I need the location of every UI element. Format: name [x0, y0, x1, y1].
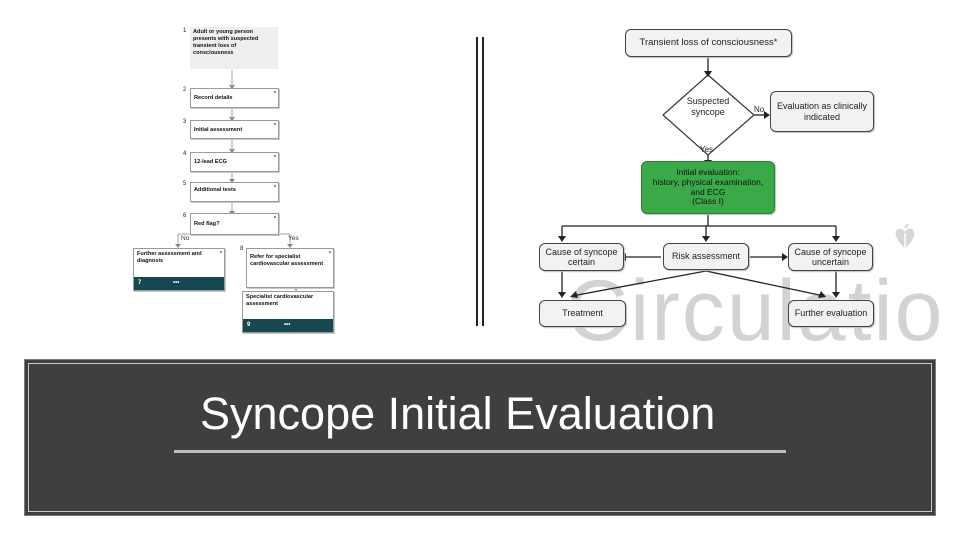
- branch-no-label: No: [181, 235, 190, 242]
- step-text: Refer for specialist cardiovascular asse…: [250, 254, 324, 267]
- flow-step-refer: Refer for specialist cardiovascular asse…: [246, 248, 334, 288]
- branch-yes-label: Yes: [288, 235, 299, 242]
- node-text: Further evaluation: [794, 308, 868, 319]
- info-dot-icon: •: [273, 122, 276, 128]
- flow-step-further-assessment: Further assessment and diagnosis • 7 •••: [133, 248, 225, 291]
- node-text-line: (Class I): [692, 196, 724, 207]
- flow-step-initial: Initial assessment •: [190, 120, 279, 139]
- flow-step-tests: Additional tests •: [190, 182, 279, 202]
- node-treatment: Treatment: [539, 300, 626, 327]
- step-number: 4: [183, 151, 187, 157]
- title-banner: [24, 359, 936, 516]
- node-risk-assessment: Risk assessment: [663, 243, 749, 270]
- step-number: 3: [183, 119, 187, 125]
- separator-line: [482, 37, 484, 326]
- node-further-evaluation: Further evaluation: [788, 300, 874, 327]
- step-text: Adult or young person presents with susp…: [193, 29, 259, 56]
- node-text: Treatment: [562, 308, 603, 319]
- ellipsis-icon: •••: [173, 280, 180, 286]
- decision-yes-label: Yes: [700, 145, 714, 154]
- step-text: Additional tests: [194, 187, 236, 193]
- node-text-line: history, physical examination,: [652, 176, 764, 187]
- title-banner-frame: [28, 363, 932, 512]
- title-underline: [174, 450, 786, 453]
- step-text: Initial assessment: [194, 127, 243, 133]
- node-text: Risk assessment: [671, 251, 741, 262]
- info-dot-icon: •: [219, 250, 222, 256]
- heart-logo-icon: [895, 224, 915, 249]
- node-clinical-evaluation: Evaluation as clinically indicated: [770, 91, 874, 132]
- flow-step-specialist: Specialist cardiovascular assessment 9 •…: [242, 291, 334, 333]
- flow-step-ecg: 12-lead ECG •: [190, 152, 279, 172]
- node-initial-evaluation: Initial evaluation: history, physical ex…: [641, 161, 775, 214]
- step-number: 8: [240, 246, 244, 252]
- step-text: Further assessment and diagnosis: [137, 251, 202, 264]
- step-text: Red flag?: [194, 221, 220, 227]
- step-text: Specialist cardiovascular assessment: [246, 294, 314, 307]
- step-footer-number: 7: [138, 280, 142, 286]
- separator-line: [476, 37, 478, 326]
- node-cause-certain: Cause of syncope certain: [539, 243, 624, 271]
- node-text: Transient loss of consciousness*: [639, 36, 778, 48]
- step-text: 12-lead ECG: [194, 159, 227, 165]
- info-dot-icon: •: [273, 154, 276, 160]
- node-text: Suspected syncope: [686, 96, 730, 117]
- step-number: 2: [183, 87, 187, 93]
- step-footer: 7 •••: [134, 277, 224, 290]
- step-number: 1: [183, 28, 187, 34]
- info-dot-icon: •: [273, 215, 276, 221]
- right-flowchart-connectors: [558, 57, 840, 298]
- node-text-line: Initial evaluation:: [676, 166, 740, 177]
- step-number: 6: [183, 213, 187, 219]
- flow-step-start: Adult or young person presents with susp…: [190, 27, 278, 69]
- step-footer-number: 9: [247, 322, 251, 328]
- step-text: Record details: [194, 95, 233, 101]
- step-number: 5: [183, 181, 187, 187]
- step-footer: 9 •••: [243, 319, 333, 332]
- info-dot-icon: •: [328, 250, 331, 256]
- ellipsis-icon: •••: [284, 322, 291, 328]
- node-suspected-syncope: Suspected syncope: [670, 96, 746, 118]
- node-cause-uncertain: Cause of syncope uncertain: [788, 243, 873, 271]
- flow-step-red-flag: Red flag? •: [190, 213, 279, 235]
- node-transient-loss: Transient loss of consciousness*: [625, 29, 792, 57]
- slide-title: Syncope Initial Evaluation: [200, 388, 716, 439]
- node-text-line: and ECG: [690, 186, 726, 197]
- circulation-watermark: Circulatio: [566, 263, 945, 359]
- node-text: Evaluation as clinically indicated: [776, 101, 868, 122]
- info-dot-icon: •: [273, 184, 276, 190]
- info-dot-icon: •: [273, 90, 276, 96]
- flow-step-record: Record details •: [190, 88, 279, 108]
- node-text: Cause of syncope certain: [545, 246, 618, 267]
- decision-no-label: No: [754, 105, 765, 114]
- node-text: Cause of syncope uncertain: [794, 246, 867, 267]
